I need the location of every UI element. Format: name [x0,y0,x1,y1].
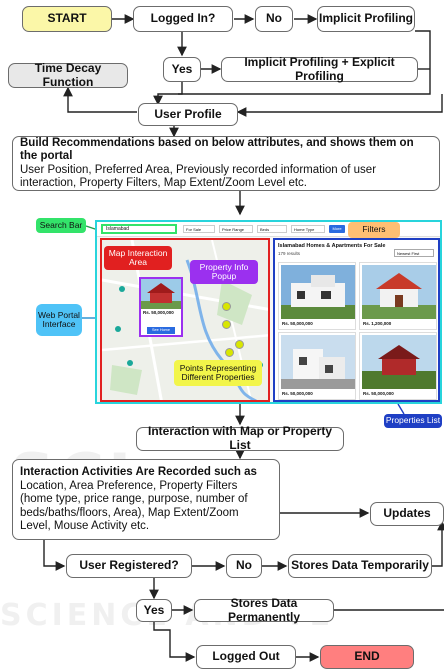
property-popup-label: Property Info Popup [190,260,258,284]
user-profile-node: User Profile [138,103,238,126]
listing-price: Rs. 50,000,000 [282,321,313,326]
filter-option[interactable]: Price Range [219,225,253,233]
implicit-profiling-node: Implicit Profiling [317,6,415,32]
points-label: Points Representing Different Properties [174,360,262,386]
no-label-2: No [226,554,262,578]
listing-photo [362,335,436,389]
listing-photo [281,335,355,389]
listing-card[interactable]: Rs. 50,000,000 [278,262,356,330]
filter-option[interactable]: Beds [257,225,287,233]
popup-price: Rs. 50,000,000 [143,310,174,315]
no-label-1: No [255,6,293,32]
web-portal-label: Web Portal Interface [36,304,82,336]
stores-temporarily-node: Stores Data Temporarily [288,554,432,578]
listing-card[interactable]: Rs. 1,200,000 [359,262,437,330]
stores-permanently-node: Stores Data Permanently [194,596,334,623]
map-pin[interactable] [127,360,133,366]
build-body: User Position, Preferred Area, Previousl… [20,164,377,190]
popup-see-home-button[interactable]: See Home [147,327,175,334]
search-value: Islamabad [106,226,130,232]
listing-price: Rs. 1,200,000 [363,321,392,326]
listing-photo [281,265,355,319]
implicit-explicit-node: Implicit Profiling + Explicit Profiling [221,55,418,82]
listing-price: Rs. 50,000,000 [282,391,313,396]
logged-out-node: Logged Out [196,645,296,669]
activities-title: Interaction Activities Are Recorded such… [20,465,257,478]
map-pin[interactable] [115,326,121,332]
properties-list-label: Properties List [384,414,442,428]
interaction-node: Interaction with Map or Property List [136,424,344,452]
start-node: START [22,6,112,32]
highlight-pin[interactable] [225,348,234,357]
web-portal-frame: Islamabad For Sale Price Range Beds Home… [95,220,442,404]
listing-photo [362,265,436,319]
time-decay-node: Time Decay Function [8,61,128,88]
more-filters-button[interactable]: More [329,225,345,233]
activities-node: Interaction Activities Are Recorded such… [12,459,280,540]
highlight-pin[interactable] [235,340,244,349]
sort-select[interactable]: Newest First [394,249,434,257]
logged-in-decision: Logged In? [133,6,233,32]
yes-label-2: Yes [136,599,172,622]
end-node: END [320,645,414,669]
results-count: 179 results [278,251,301,256]
search-bar-label: Search Bar [36,218,86,233]
search-bar[interactable]: Islamabad [101,224,177,234]
list-title: Islamabad Homes & Apartments For Sale [278,243,386,249]
updates-node: Updates [370,502,444,526]
filters-label: Filters [348,222,400,238]
listing-price: Rs. 50,000,000 [363,391,394,396]
filter-option[interactable]: For Sale [183,225,215,233]
yes-label-1: Yes [163,57,201,82]
build-recommendations-node: Build Recommendations based on below att… [12,136,440,191]
properties-list-panel: Islamabad Homes & Apartments For Sale 17… [273,238,440,402]
build-title: Build Recommendations based on below att… [20,136,414,162]
activities-body: Location, Area Preference, Property Filt… [20,480,248,532]
highlight-pin[interactable] [222,320,231,329]
listing-card[interactable]: Rs. 50,000,000 [278,332,356,400]
highlight-pin[interactable] [222,302,231,311]
filter-option[interactable]: Home Type [291,225,325,233]
popup-house-image [141,279,181,309]
property-info-popup[interactable]: Rs. 50,000,000 See Home [139,277,183,337]
map-area-label: Map Interaction Area [104,246,172,270]
user-registered-decision: User Registered? [66,554,192,578]
listing-card[interactable]: Rs. 50,000,000 [359,332,437,400]
map-pin[interactable] [119,286,125,292]
